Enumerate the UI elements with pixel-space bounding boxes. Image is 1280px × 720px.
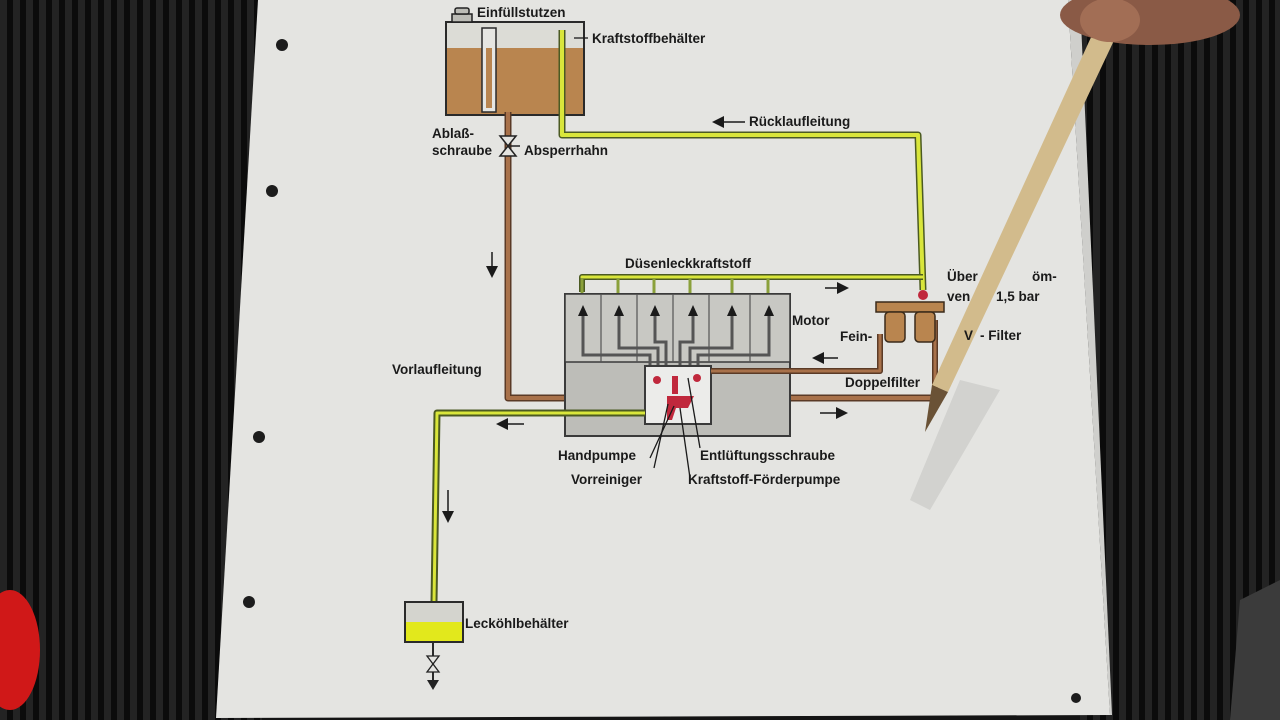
label-engine: Motor (792, 313, 830, 328)
device-corner (1230, 580, 1280, 720)
label-drain-screw-1: Ablaß- (432, 126, 474, 141)
red-object (0, 590, 40, 710)
label-fuel-tank: Kraftstoffbehälter (592, 31, 706, 46)
label-filler-neck: Einfüllstutzen (477, 5, 566, 20)
shutoff-valve (498, 135, 520, 157)
injector-leak-branches (580, 278, 770, 294)
flow-arrows (442, 116, 849, 523)
label-overflow-valve-d: 1,5 bar (996, 289, 1040, 304)
label-overflow-valve-a: Über (947, 269, 978, 284)
left-ribbed-mat (0, 0, 262, 720)
label-leak-oil-tank: Lecköhlbehälter (465, 616, 569, 631)
double-filter (875, 290, 945, 343)
label-drain-screw-2: schraube (432, 143, 493, 158)
pen (910, 22, 1118, 510)
label-hand-pump: Handpumpe (558, 448, 637, 463)
filler-cap (451, 7, 473, 23)
label-overflow-valve-c: ven (947, 289, 971, 304)
hand (1060, 0, 1240, 45)
punch-holes (243, 39, 1081, 703)
injector-arrows (578, 305, 774, 316)
injection-pump-box (644, 365, 712, 425)
label-nozzle-leak-fuel: Düsenleckkraftstoff (625, 256, 752, 271)
label-pre-filter: - Filter (980, 328, 1022, 343)
label-feed-pump: Kraftstoff-Förderpumpe (688, 472, 841, 487)
label-fine-filter: Fein- (840, 329, 873, 344)
label-return-line: Rücklaufleitung (749, 114, 851, 129)
label-overflow-valve-b: öm- (1032, 269, 1057, 284)
label-pre-filter-a: V (964, 328, 974, 343)
label-pre-cleaner: Vorreiniger (571, 472, 643, 487)
label-shutoff-valve: Absperrhahn (524, 143, 609, 158)
label-vent-screw: Entlüftungsschraube (700, 448, 836, 463)
label-double-filter: Doppelfilter (845, 375, 921, 390)
injection-lines (581, 310, 771, 372)
label-supply-line: Vorlaufleitung (392, 362, 482, 377)
leader-lines (574, 37, 701, 479)
leak-oil-tank (404, 601, 464, 690)
